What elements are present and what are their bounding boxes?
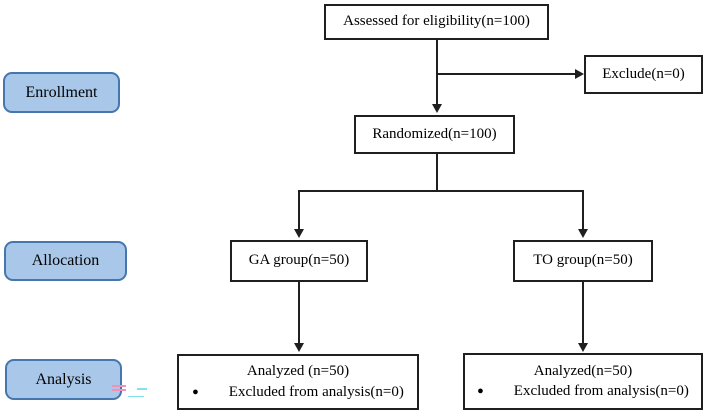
node-randomized-text: Randomized(n=100) (372, 125, 497, 142)
node-analyzed-to-line1: Analyzed(n=50) (465, 363, 701, 380)
node-ga-group-text: GA group(n=50) (248, 252, 350, 269)
arrowhead-down-ga-icon (294, 229, 304, 238)
node-analyzed-to-line2: ● Excluded from analysis(n=0) (465, 383, 701, 400)
node-ga-group: GA group(n=50) (230, 240, 368, 282)
node-assessed-text: Assessed for eligibility(n=100) (343, 13, 530, 30)
stage-label-enrollment: Enrollment (3, 72, 120, 113)
node-analyzed-ga-line2: ● Excluded from analysis(n=0) (179, 384, 417, 401)
analyzed-to-excluded-text: Excluded from analysis(n=0) (513, 383, 689, 399)
watermark-artifact (128, 396, 144, 397)
node-analyzed-ga-line1: Analyzed (n=50) (179, 363, 417, 380)
arrowhead-down-randomized-icon (432, 104, 442, 113)
stage-label-analysis: Analysis (5, 359, 122, 400)
node-exclude-text: Exclude(n=0) (602, 65, 685, 82)
node-assessed: Assessed for eligibility(n=100) (324, 4, 549, 40)
watermark-artifact (137, 388, 147, 390)
watermark-artifact (112, 385, 126, 387)
node-to-group: TO group(n=50) (513, 240, 653, 282)
node-randomized: Randomized(n=100) (354, 115, 515, 154)
connector-assessed-to-randomized (436, 40, 438, 104)
arrowhead-right-exclude-icon (575, 69, 584, 79)
connector-to-exclude (437, 73, 575, 75)
arrowhead-down-analyzed-ga-icon (294, 343, 304, 352)
analyzed-to-count-text: Analyzed(n=50) (533, 362, 633, 379)
node-analyzed-to: Analyzed(n=50) ● Excluded from analysis(… (463, 353, 703, 410)
connector-branch-to-to (582, 190, 584, 230)
bullet-icon: ● (477, 385, 484, 398)
arrowhead-down-analyzed-to-icon (578, 343, 588, 352)
node-analyzed-ga: Analyzed (n=50) ● Excluded from analysis… (177, 354, 419, 410)
node-to-group-text: TO group(n=50) (533, 252, 633, 269)
connector-branch-to-ga (298, 190, 300, 230)
bullet-icon: ● (192, 385, 199, 398)
connector-ga-to-analyzed (298, 282, 300, 344)
stage-label-allocation-text: Allocation (31, 252, 100, 269)
arrowhead-down-to-icon (578, 229, 588, 238)
connector-randomized-down (436, 154, 438, 192)
analyzed-ga-count-text: Analyzed (n=50) (246, 363, 350, 380)
watermark-artifact (112, 389, 126, 391)
stage-label-allocation: Allocation (4, 241, 127, 281)
stage-label-analysis-text: Analysis (35, 370, 92, 388)
connector-branch-horizontal (298, 190, 584, 192)
node-exclude: Exclude(n=0) (584, 55, 703, 94)
analyzed-ga-excluded-text: Excluded from analysis(n=0) (228, 383, 404, 400)
connector-to-to-analyzed (582, 282, 584, 344)
stage-label-enrollment-text: Enrollment (25, 83, 98, 101)
